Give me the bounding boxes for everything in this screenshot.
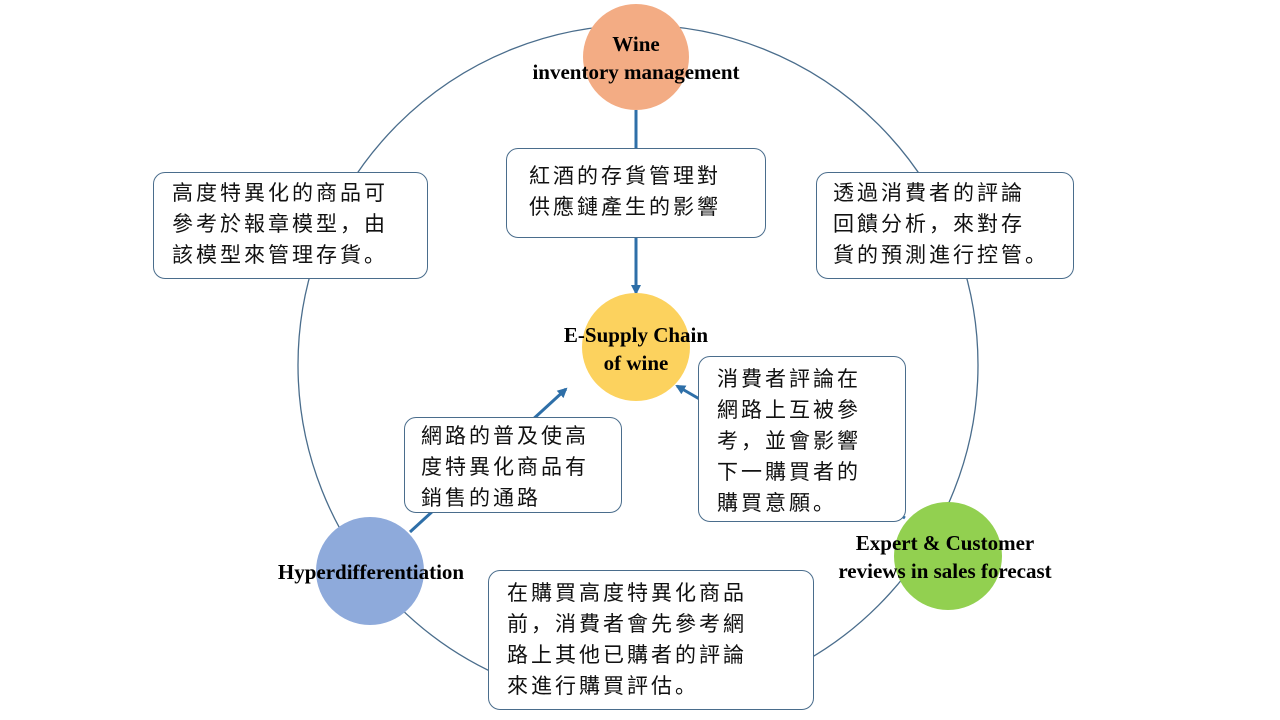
note-mid-left-line-3: 銷售的通路 xyxy=(421,486,541,510)
node-center-line-2: of wine xyxy=(603,351,669,375)
note-mid-right-line-3: 考，並會影響 xyxy=(717,429,861,453)
node-top-circle xyxy=(583,4,689,110)
note-mid-left-line-2: 度特異化商品有 xyxy=(421,455,589,479)
node-right-line-2: reviews in sales forecast xyxy=(838,559,1052,583)
note-top-center-line-2: 供應鏈產生的影響 xyxy=(529,195,721,219)
note-mid-right-line-2: 網路上互被參 xyxy=(717,398,861,422)
note-top-left-line-1: 高度特異化的商品可 xyxy=(172,181,388,205)
note-bottom-line-2: 前，消費者會先參考網 xyxy=(507,612,747,636)
node-center-label: E-Supply Chain of wine xyxy=(546,321,726,377)
note-mid-right-line-1: 消費者評論在 xyxy=(717,367,861,391)
note-bottom: 在購買高度特異化商品 前，消費者會先參考網 路上其他已購者的評論 來進行購買評估… xyxy=(488,570,814,710)
note-top-left-line-3: 該模型來管理存貨。 xyxy=(172,243,388,267)
node-right-label: Expert & Customer reviews in sales forec… xyxy=(814,529,1076,585)
note-mid-left-line-1: 網路的普及使高 xyxy=(421,424,589,448)
node-left-label: Hyperdifferentiation xyxy=(256,558,486,586)
note-bottom-line-3: 路上其他已購者的評論 xyxy=(507,643,747,667)
node-center-line-1: E-Supply Chain xyxy=(563,323,709,347)
note-top-left-line-2: 參考於報章模型，由 xyxy=(172,212,388,236)
note-top-center: 紅酒的存貨管理對 供應鏈產生的影響 xyxy=(506,148,766,238)
node-left-line-1: Hyperdifferentiation xyxy=(277,560,465,584)
node-right-circle xyxy=(894,502,1002,610)
note-top-center-line-1: 紅酒的存貨管理對 xyxy=(529,164,721,188)
node-top-line-2: inventory management xyxy=(532,60,740,84)
node-top-line-1: Wine xyxy=(612,32,660,56)
node-center-circle xyxy=(582,293,690,401)
note-mid-right: 消費者評論在 網路上互被參 考，並會影響 下一購買者的 購買意願。 xyxy=(698,356,906,522)
node-right-line-1: Expert & Customer xyxy=(855,531,1035,555)
note-top-right-line-1: 透過消費者的評論 xyxy=(833,181,1025,205)
note-mid-right-line-5: 購買意願。 xyxy=(717,491,837,515)
note-mid-right-line-4: 下一購買者的 xyxy=(717,460,861,484)
note-top-right: 透過消費者的評論 回饋分析，來對存 貨的預測進行控管。 xyxy=(816,172,1074,279)
node-left-circle xyxy=(316,517,424,625)
note-top-right-line-3: 貨的預測進行控管。 xyxy=(833,243,1049,267)
note-bottom-line-1: 在購買高度特異化商品 xyxy=(507,581,747,605)
note-top-right-line-2: 回饋分析，來對存 xyxy=(833,212,1025,236)
node-top-label: Wine inventory management xyxy=(515,30,757,86)
note-top-left: 高度特異化的商品可 參考於報章模型，由 該模型來管理存貨。 xyxy=(153,172,428,279)
note-mid-left: 網路的普及使高 度特異化商品有 銷售的通路 xyxy=(404,417,622,513)
note-bottom-line-4: 來進行購買評估。 xyxy=(507,674,699,698)
